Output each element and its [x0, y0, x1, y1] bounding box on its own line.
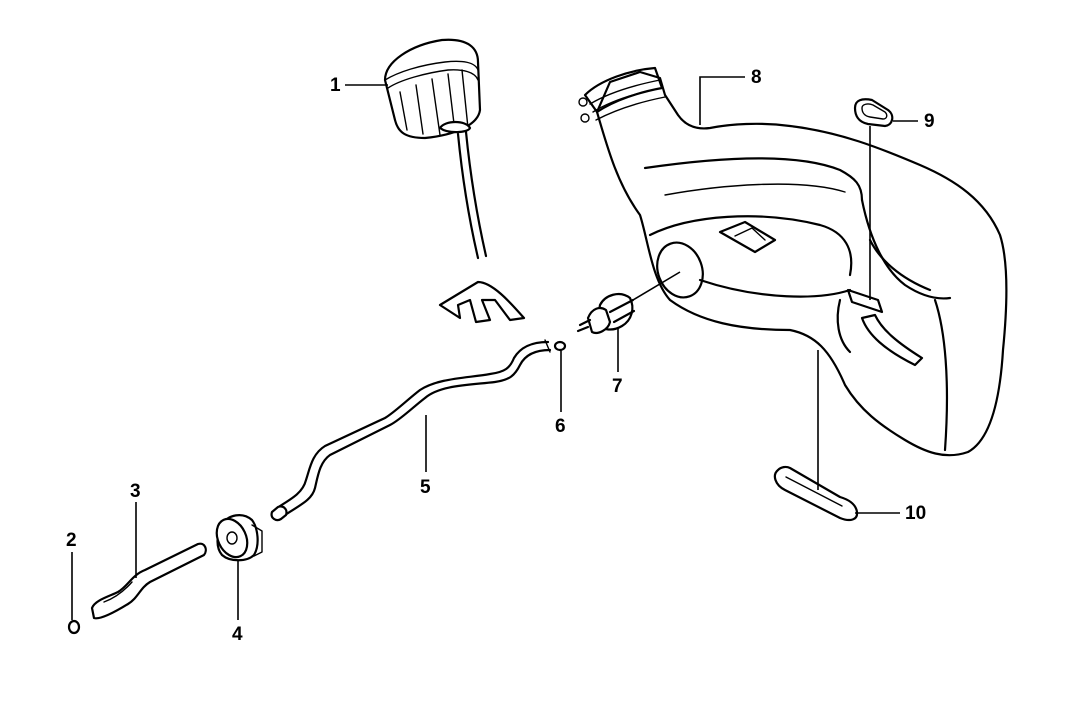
pad-part-10	[773, 465, 859, 522]
leader-8	[699, 76, 745, 125]
hose-part-5	[270, 339, 552, 522]
callout-9: 9	[924, 111, 935, 132]
pickup-line-part-3	[90, 542, 207, 620]
callout-labels: 1 2 3 4 5 6 7 8 9 10	[66, 67, 935, 645]
filter-part-7	[576, 292, 636, 334]
filler-seal-part-9	[853, 98, 894, 128]
callout-8: 8	[751, 67, 762, 88]
callout-2: 2	[66, 530, 77, 551]
callout-1: 1	[330, 75, 341, 96]
leader-lines	[71, 76, 918, 620]
callout-10: 10	[905, 503, 926, 524]
callout-7: 7	[612, 376, 623, 397]
clip-part-6	[553, 340, 567, 352]
callout-3: 3	[130, 481, 141, 502]
tank-part-8	[578, 66, 1008, 457]
callout-5: 5	[420, 477, 431, 498]
callout-6: 6	[555, 416, 566, 437]
callout-4: 4	[232, 624, 243, 645]
fuel-cap-part-1	[383, 38, 526, 324]
grommet-part-4	[215, 514, 263, 562]
clip-part-2	[67, 619, 81, 635]
leader-7-tank	[632, 271, 681, 301]
